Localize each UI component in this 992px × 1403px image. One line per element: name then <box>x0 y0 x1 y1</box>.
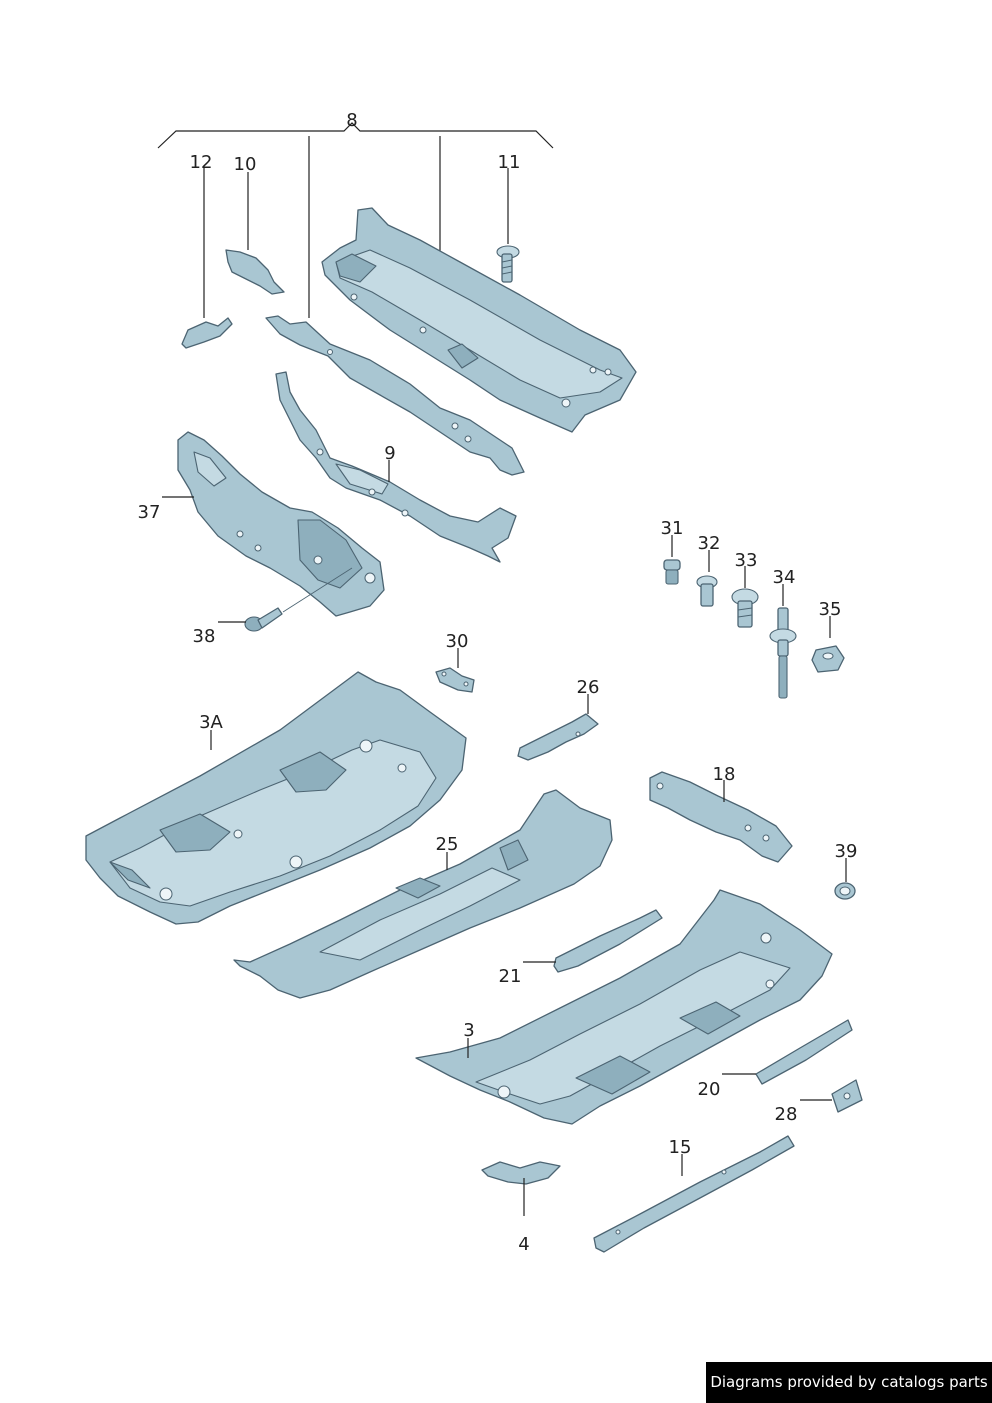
callout-39: 39 <box>835 841 858 862</box>
callout-25: 25 <box>436 834 459 855</box>
bracket-12-part[interactable] <box>181 317 233 349</box>
callout-21: 21 <box>499 966 522 987</box>
cowl-strip-lower-part[interactable] <box>275 371 517 563</box>
rail-15-part[interactable] <box>593 1135 795 1253</box>
callout-4: 4 <box>518 1234 529 1255</box>
callout-8: 8 <box>346 110 357 131</box>
footer-credit: Diagrams provided by catalogs parts <box>706 1362 992 1403</box>
fastener-33-part[interactable] <box>731 588 759 628</box>
fastener-31-part[interactable] <box>663 559 681 585</box>
cap-28-part[interactable] <box>831 1079 863 1113</box>
leader-lines <box>162 168 847 1216</box>
stud-34-part[interactable] <box>769 607 797 699</box>
callout-3A: 3A <box>199 712 223 733</box>
callout-31: 31 <box>661 518 684 539</box>
callout-11: 11 <box>498 152 521 173</box>
callout-8-bracket <box>157 122 554 318</box>
callout-3: 3 <box>463 1020 474 1041</box>
cowl-panel-part[interactable] <box>321 207 637 433</box>
callout-28: 28 <box>775 1104 798 1125</box>
callout-37: 37 <box>138 502 161 523</box>
callout-labels: 8 12 10 11 9 37 38 31 32 33 34 35 30 26 … <box>138 110 858 1255</box>
bracket-4-part[interactable] <box>481 1161 561 1185</box>
bracket-30-part[interactable] <box>435 667 475 693</box>
nut-35-part[interactable] <box>811 645 845 673</box>
sill-20-part[interactable] <box>755 1019 853 1085</box>
callout-12: 12 <box>190 152 213 173</box>
callout-30: 30 <box>446 631 469 652</box>
rail-21-part[interactable] <box>553 909 663 973</box>
callout-38: 38 <box>193 626 216 647</box>
callout-34: 34 <box>773 567 796 588</box>
bolt-38-part[interactable] <box>244 567 353 632</box>
callout-9: 9 <box>384 443 395 464</box>
tunnel-25-part[interactable] <box>233 789 613 999</box>
grommet-39-part[interactable] <box>834 882 856 900</box>
callout-18: 18 <box>713 764 736 785</box>
bolt-11-part[interactable] <box>496 245 520 283</box>
callout-15: 15 <box>669 1137 692 1158</box>
fastener-32-part[interactable] <box>696 575 718 607</box>
crossmember-18-part[interactable] <box>649 771 793 863</box>
callout-32: 32 <box>698 533 721 554</box>
callout-10: 10 <box>234 154 257 175</box>
callout-35: 35 <box>819 599 842 620</box>
side-bracket-37-part[interactable] <box>177 431 385 617</box>
bracket-10-part[interactable] <box>225 249 285 295</box>
cowl-strip-upper-part[interactable] <box>265 315 525 476</box>
bracket-26-part[interactable] <box>517 713 599 761</box>
callout-26: 26 <box>577 677 600 698</box>
callout-33: 33 <box>735 550 758 571</box>
floor-pan-3-part[interactable] <box>415 889 833 1125</box>
callout-20: 20 <box>698 1079 721 1100</box>
floor-pan-3A-part[interactable] <box>85 671 467 925</box>
